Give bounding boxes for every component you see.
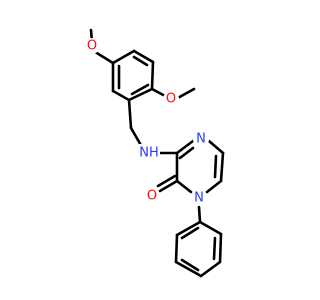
- bond: [175, 179, 193, 194]
- nitrogen-label: N: [196, 132, 206, 147]
- bond: [180, 226, 200, 240]
- bond: [213, 154, 218, 179]
- bond: [205, 179, 223, 194]
- nitrogen-label: N: [194, 191, 204, 206]
- bond: [197, 205, 202, 224]
- bond: [175, 220, 202, 237]
- bond: [174, 260, 203, 278]
- bond: [130, 83, 150, 96]
- bond: [127, 98, 133, 130]
- bond: [174, 87, 196, 101]
- nh-label: NH: [139, 146, 159, 161]
- bond: [111, 89, 131, 102]
- bond: [132, 55, 149, 67]
- bond: [218, 232, 223, 264]
- bonds: [89, 28, 225, 278]
- bond: [129, 126, 144, 149]
- molecule-structure-diagram: O O NH N O N: [84, 28, 225, 278]
- methoxy-oxygen-top: O: [84, 38, 100, 54]
- bond: [198, 220, 223, 236]
- bond: [111, 49, 136, 65]
- bond: [127, 87, 154, 102]
- bond: [199, 260, 222, 278]
- methoxy-oxygen-right: O: [163, 91, 179, 107]
- carbonyl-oxygen: O: [144, 188, 160, 204]
- bond: [150, 60, 155, 91]
- bond: [180, 258, 200, 272]
- atom-labels: O O NH N O N: [84, 38, 209, 206]
- bond: [219, 151, 225, 183]
- oxygen-label: O: [147, 189, 157, 204]
- bond: [132, 49, 155, 64]
- bond: [156, 174, 177, 188]
- oxygen-label: O: [166, 92, 176, 107]
- oxygen-label: O: [87, 39, 97, 54]
- amine-nh: NH: [138, 144, 160, 162]
- ring-nitrogen-lower: N: [191, 190, 207, 206]
- ring-nitrogen-upper: N: [193, 131, 209, 147]
- bond: [178, 146, 195, 160]
- bond: [212, 236, 217, 261]
- bond: [158, 179, 179, 193]
- bond: [175, 139, 195, 155]
- bond: [207, 139, 225, 155]
- bond: [174, 233, 179, 264]
